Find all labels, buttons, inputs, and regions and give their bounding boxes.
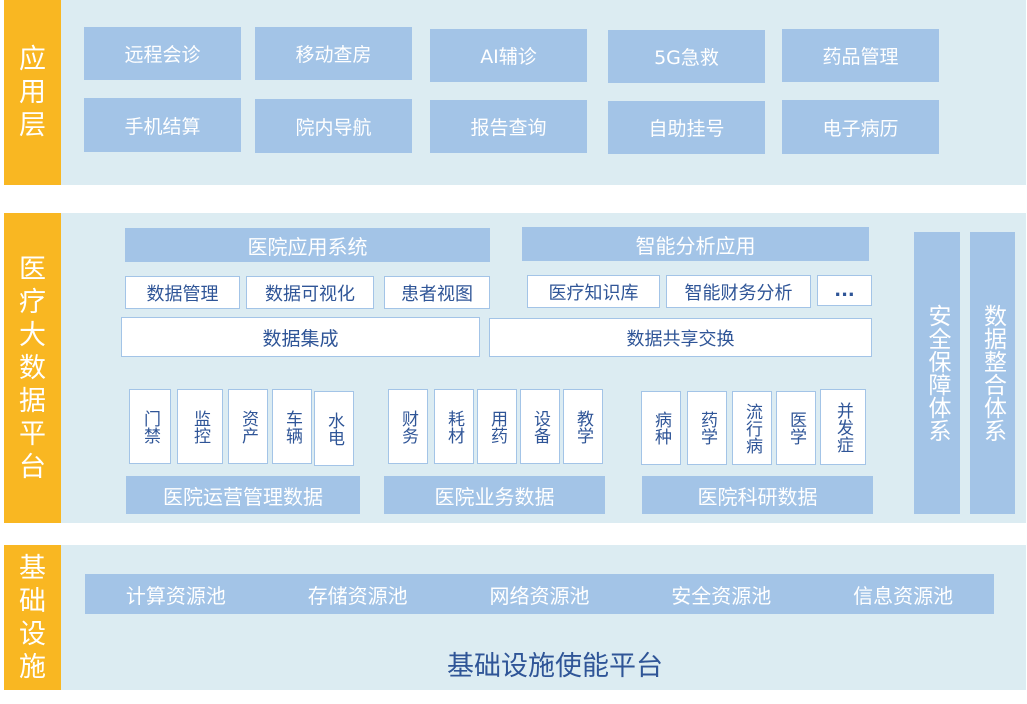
ops-item-monitoring: 监控 (177, 389, 223, 464)
business-item-finance: 财务 (388, 389, 428, 464)
app-report-query: 报告查询 (430, 100, 587, 153)
ops-item-vehicles: 车辆 (272, 389, 312, 464)
hospital-research-data: 医院科研数据 (642, 476, 873, 514)
data-sharing-exchange-box: 数据共享交换 (489, 318, 872, 357)
data-integration-box: 数据集成 (121, 317, 480, 357)
infrastructure-layer-label: 基 础 设 施 (4, 545, 61, 690)
app-hospital-navigation: 院内导航 (255, 99, 412, 153)
data-integration-system: 数据整合体系 (970, 232, 1015, 514)
bigdata-layer-band (4, 213, 1026, 523)
research-item-epidemic: 流行病 (732, 391, 772, 465)
more-ellipsis-box: ... (817, 275, 872, 306)
app-mobile-payment: 手机结算 (84, 98, 241, 152)
business-item-teaching: 教学 (563, 389, 603, 464)
research-item-complications: 并发症 (820, 389, 866, 465)
app-5g-emergency: 5G急救 (608, 30, 765, 83)
hospital-app-system-header: 医院应用系统 (125, 228, 490, 262)
app-remote-consultation: 远程会诊 (84, 27, 241, 80)
business-item-equipment: 设备 (520, 389, 560, 464)
resource-pools-bar: 计算资源池 存储资源池 网络资源池 安全资源池 信息资源池 (85, 574, 994, 614)
data-management-box: 数据管理 (125, 276, 240, 309)
ops-item-utilities: 水电 (314, 391, 354, 466)
infrastructure-layer-band (4, 545, 1026, 690)
hospital-business-data: 医院业务数据 (384, 476, 605, 514)
ops-item-access-control: 门禁 (129, 389, 171, 464)
research-item-pharmacy: 药学 (687, 391, 727, 465)
business-item-medication: 用药 (477, 389, 517, 464)
app-self-registration: 自助挂号 (608, 101, 765, 154)
storage-resource-pool: 存储资源池 (307, 583, 408, 608)
medical-knowledge-base-box: 医疗知识库 (527, 275, 660, 308)
bigdata-layer-label: 医 疗 大 数 据 平 台 (4, 213, 61, 523)
app-ai-diagnosis: AI辅诊 (430, 29, 587, 82)
information-resource-pool: 信息资源池 (853, 583, 954, 608)
patient-view-box: 患者视图 (384, 276, 490, 309)
compute-resource-pool: 计算资源池 (125, 583, 226, 608)
research-item-disease-type: 病种 (641, 391, 681, 465)
app-drug-management: 药品管理 (782, 29, 939, 82)
security-assurance-system: 安全保障体系 (914, 232, 960, 514)
network-resource-pool: 网络资源池 (489, 583, 590, 608)
smart-financial-analysis-box: 智能财务分析 (666, 275, 811, 308)
research-item-medicine: 医学 (776, 391, 816, 465)
business-item-consumables: 耗材 (434, 389, 474, 464)
app-electronic-medical-record: 电子病历 (782, 100, 939, 154)
infrastructure-enabling-platform: 基础设施使能平台 (447, 651, 663, 682)
smart-analysis-app-header: 智能分析应用 (522, 227, 869, 261)
app-mobile-ward-round: 移动查房 (255, 27, 412, 80)
hospital-operations-data: 医院运营管理数据 (126, 476, 360, 514)
ops-item-assets: 资产 (228, 389, 268, 464)
application-layer-label: 应 用 层 (4, 0, 61, 185)
data-visualization-box: 数据可视化 (246, 276, 374, 309)
security-resource-pool: 安全资源池 (671, 583, 772, 608)
